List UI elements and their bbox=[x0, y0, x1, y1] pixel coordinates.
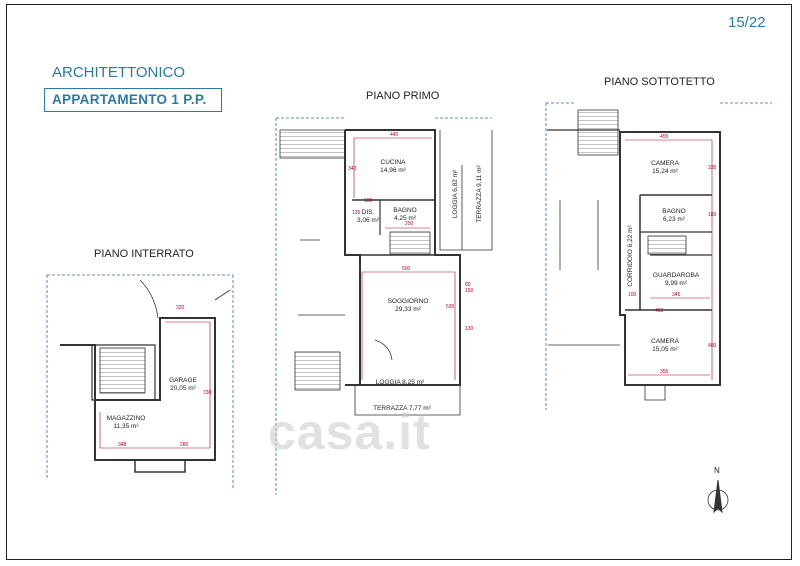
dimension-label: 340 bbox=[348, 166, 357, 172]
dimension-label: 100 bbox=[628, 292, 637, 298]
plan-primo bbox=[275, 117, 493, 495]
dimension-label: 135 bbox=[352, 210, 361, 216]
room-bagno-primo: BAGNO 4,25 m² bbox=[393, 207, 417, 222]
dimension-label: 80 bbox=[465, 282, 471, 288]
room-terrazza-side: TERRAZZA 9,11 m² bbox=[476, 165, 483, 223]
dimension-label: 400 bbox=[708, 343, 717, 349]
watermark: casa.it bbox=[268, 404, 431, 460]
dimension-label: 150 bbox=[465, 288, 474, 294]
dimension-label: 320 bbox=[176, 305, 185, 311]
apartment-label-box bbox=[44, 88, 222, 112]
dimension-label: 180 bbox=[708, 212, 717, 218]
north-label: N bbox=[714, 466, 720, 475]
dimension-label: 130 bbox=[465, 326, 474, 332]
apartment-label: APPARTAMENTO 1 P.P. bbox=[52, 92, 207, 107]
dimension-label: 348 bbox=[118, 442, 127, 448]
dimension-label: 730 bbox=[203, 390, 212, 396]
dimension-label: 250 bbox=[405, 221, 414, 227]
dimension-label: 335 bbox=[708, 165, 717, 171]
dimension-label: 345 bbox=[672, 292, 681, 298]
room-cucina: CUCINA 14,96 m² bbox=[380, 159, 406, 174]
dimension-label: 405 bbox=[655, 308, 664, 314]
dimension-label: 440 bbox=[390, 132, 399, 138]
room-disimpegno: DIS. 3,06 m² bbox=[356, 209, 380, 224]
room-bagno-sottotetto: BAGNO 6,23 m² bbox=[662, 208, 686, 223]
room-magazzino: MAGAZZINO 11,35 m² bbox=[106, 415, 146, 430]
north-arrow-icon bbox=[707, 479, 729, 514]
dimension-label: 280 bbox=[180, 442, 189, 448]
room-soggiorno: SOGGIORNO 29,33 m² bbox=[387, 298, 429, 313]
plan-sottotetto bbox=[545, 102, 772, 410]
section-title: ARCHITETTONICO bbox=[52, 64, 186, 81]
floor-title-interrato: PIANO INTERRATO bbox=[94, 248, 194, 260]
floor-title-primo: PIANO PRIMO bbox=[366, 90, 440, 102]
room-terrazza-primo: TERRAZZA 7,77 m² bbox=[373, 405, 431, 412]
room-loggia-side: LOGGIA 6,82 m² bbox=[452, 169, 459, 219]
plan-interrato bbox=[46, 274, 234, 490]
dimension-label: 455 bbox=[660, 134, 669, 140]
floor-title-sottotetto: PIANO SOTTOTETTO bbox=[604, 76, 715, 88]
dimension-label: 500 bbox=[402, 266, 411, 272]
page-number: 15/22 bbox=[728, 14, 766, 31]
room-corridoio: CORRIDOIO 6,22 m² bbox=[627, 225, 634, 287]
room-guardaroba: GUARDAROBA 9,99 m² bbox=[652, 272, 700, 287]
room-garage: GARAGE 20,05 m² bbox=[169, 377, 197, 392]
room-camera-1: CAMERA 15,24 m² bbox=[651, 160, 679, 175]
dimension-label: 180 bbox=[364, 198, 373, 204]
room-camera-2: CAMERA 15,05 m² bbox=[651, 338, 679, 353]
dimension-label: 530 bbox=[446, 304, 455, 310]
room-loggia-primo: LOGGIA 8,25 m² bbox=[375, 379, 425, 386]
dimension-label: 355 bbox=[660, 369, 669, 375]
page-frame bbox=[6, 4, 792, 560]
